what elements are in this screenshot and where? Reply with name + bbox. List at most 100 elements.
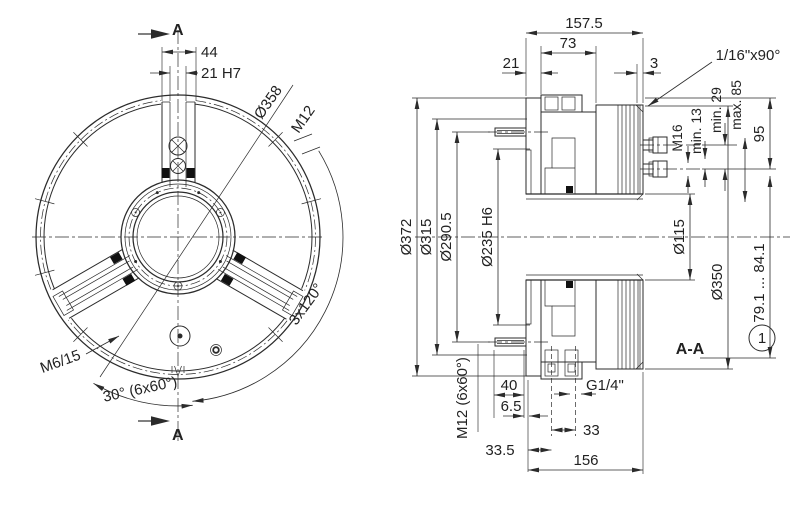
m16-bolts: [640, 136, 702, 178]
section-view: A-A 1 157.5 73 21 3 1/16"x90° Ø372 Ø315: [398, 15, 790, 474]
thread-m6-label: M6/15: [38, 347, 83, 377]
labyrinth-top: [544, 137, 576, 195]
max85-label: max. 85: [728, 80, 744, 130]
dim-73-label: 73: [560, 35, 577, 52]
hub-screw-holes: [131, 191, 225, 291]
ext-lines-top: [525, 38, 644, 103]
min29-label: min. 29: [708, 87, 724, 133]
arm-rail-lines: [217, 255, 298, 311]
dia-358-label: Ø358: [251, 83, 286, 123]
sleeve-strips-top: [621, 105, 639, 194]
port-2-socket: [567, 363, 576, 373]
dia-235-label: Ø235 H6: [479, 207, 496, 267]
bore-walls: [526, 193, 643, 281]
front-view: A A 44 21 H7 Ø358 M12 3x120° 30° (6x60°)…: [32, 22, 344, 444]
arm-body: [49, 248, 141, 321]
dim-335-label: 33.5: [485, 442, 514, 459]
dia358-leader-line: [99, 84, 294, 378]
dim-44-label: 44: [201, 44, 218, 61]
clamp-cylinder-bottom: [595, 279, 644, 370]
balloon-circle: [748, 324, 776, 352]
min13-label: min. 13: [688, 108, 704, 154]
arc-30deg: [93, 383, 193, 409]
face-hole-small-ring: [212, 346, 220, 354]
rim-tick-marks: [34, 132, 322, 342]
flange-plate-top: [525, 97, 542, 195]
dim-40-label: 40: [501, 377, 518, 394]
dim-33-label: 33: [583, 422, 600, 439]
face-recess-top: [525, 149, 532, 195]
seal-block-left: [161, 168, 170, 178]
face-hole-center: [177, 333, 183, 339]
dia-290-label: Ø290.5: [438, 212, 455, 261]
chamfer-label: 1/16"x90°: [716, 47, 781, 64]
dia-115-label: Ø115: [671, 219, 688, 255]
seal-block-left: [122, 273, 136, 286]
m16-label: M16: [669, 124, 685, 151]
arm-body: [215, 248, 307, 321]
dia-350-label: Ø350: [709, 264, 726, 301]
dim-95-label: 95: [751, 126, 768, 143]
ext-lines-left: [412, 97, 530, 377]
arm-slot-lines: [162, 101, 195, 187]
m12-tick-marks: [293, 133, 321, 155]
seal-block-left: [233, 252, 247, 265]
dim-156-label: 156: [573, 452, 598, 469]
section-title: A-A: [676, 341, 705, 358]
balloon-label: 1: [758, 330, 766, 347]
arm-rail-lines: [58, 255, 139, 311]
flange-plate-bottom: [525, 279, 542, 377]
stud-bottom-threads: [497, 340, 524, 344]
angle-30-label: 30° (6x60°): [101, 373, 178, 405]
seal-block-right: [186, 168, 195, 178]
g14-ports: [544, 346, 579, 436]
port-2: [564, 349, 579, 377]
chamfer-leader: [647, 61, 713, 107]
guide-arm-lower-left: [49, 248, 141, 321]
ext-lines-bottom: [477, 344, 644, 474]
bolt2-shaft: [643, 163, 653, 175]
dim-65-label: 6.5: [501, 398, 522, 415]
thread-m12-label: M12: [288, 103, 319, 137]
bolt1-shaft: [643, 139, 653, 151]
body-top: [540, 111, 597, 195]
arm-end-block: [282, 290, 304, 317]
dim-157-label: 157.5: [565, 15, 603, 32]
dia-315-label: Ø315: [418, 219, 435, 256]
dim-21-label: 21: [503, 55, 520, 72]
face-hole-large: [169, 325, 191, 347]
seal-bottom: [566, 281, 573, 288]
cap-top: [540, 94, 583, 113]
dia-372-label: Ø372: [398, 219, 415, 256]
section-arrow-bottom: [151, 416, 170, 426]
mounting-studs: [488, 127, 548, 347]
arm-end-block: [52, 290, 74, 317]
ext-lines-top: [161, 47, 197, 101]
front-dimensions: A A 44 21 H7 Ø358 M12 3x120° 30° (6x60°)…: [38, 22, 344, 444]
section-dimensions: 157.5 73 21 3 1/16"x90° Ø372 Ø315 Ø290.5…: [398, 15, 780, 474]
cap-screw-1: [544, 96, 559, 111]
g14-label: G1/4": [586, 377, 624, 394]
labyrinth-bottom: [544, 279, 576, 337]
ext-lines-right: [645, 97, 776, 370]
section-arrow-top: [151, 29, 170, 39]
section-label-top: A: [172, 22, 184, 39]
seal-block-right: [220, 273, 234, 286]
m6-leader: [85, 335, 120, 355]
chamfer-edge-bottom: [635, 361, 644, 370]
face-holes: [169, 325, 222, 378]
m12-pattern-label: M12 (6x60°): [454, 357, 471, 439]
bore-inner-lines: [526, 193, 644, 281]
sleeve-bottom: [617, 279, 641, 370]
dim-21h7-label: 21 H7: [201, 65, 241, 82]
guide-arm-lower-right: [215, 248, 307, 321]
range-label: 79.1 ... 84.1: [751, 243, 768, 322]
sleeve-top: [617, 104, 641, 195]
face-recess-bottom: [525, 279, 532, 325]
seal-top: [566, 186, 573, 193]
cap-bottom: [540, 361, 583, 380]
arc-3x120: [192, 150, 344, 403]
cap-screw-2: [561, 96, 576, 111]
